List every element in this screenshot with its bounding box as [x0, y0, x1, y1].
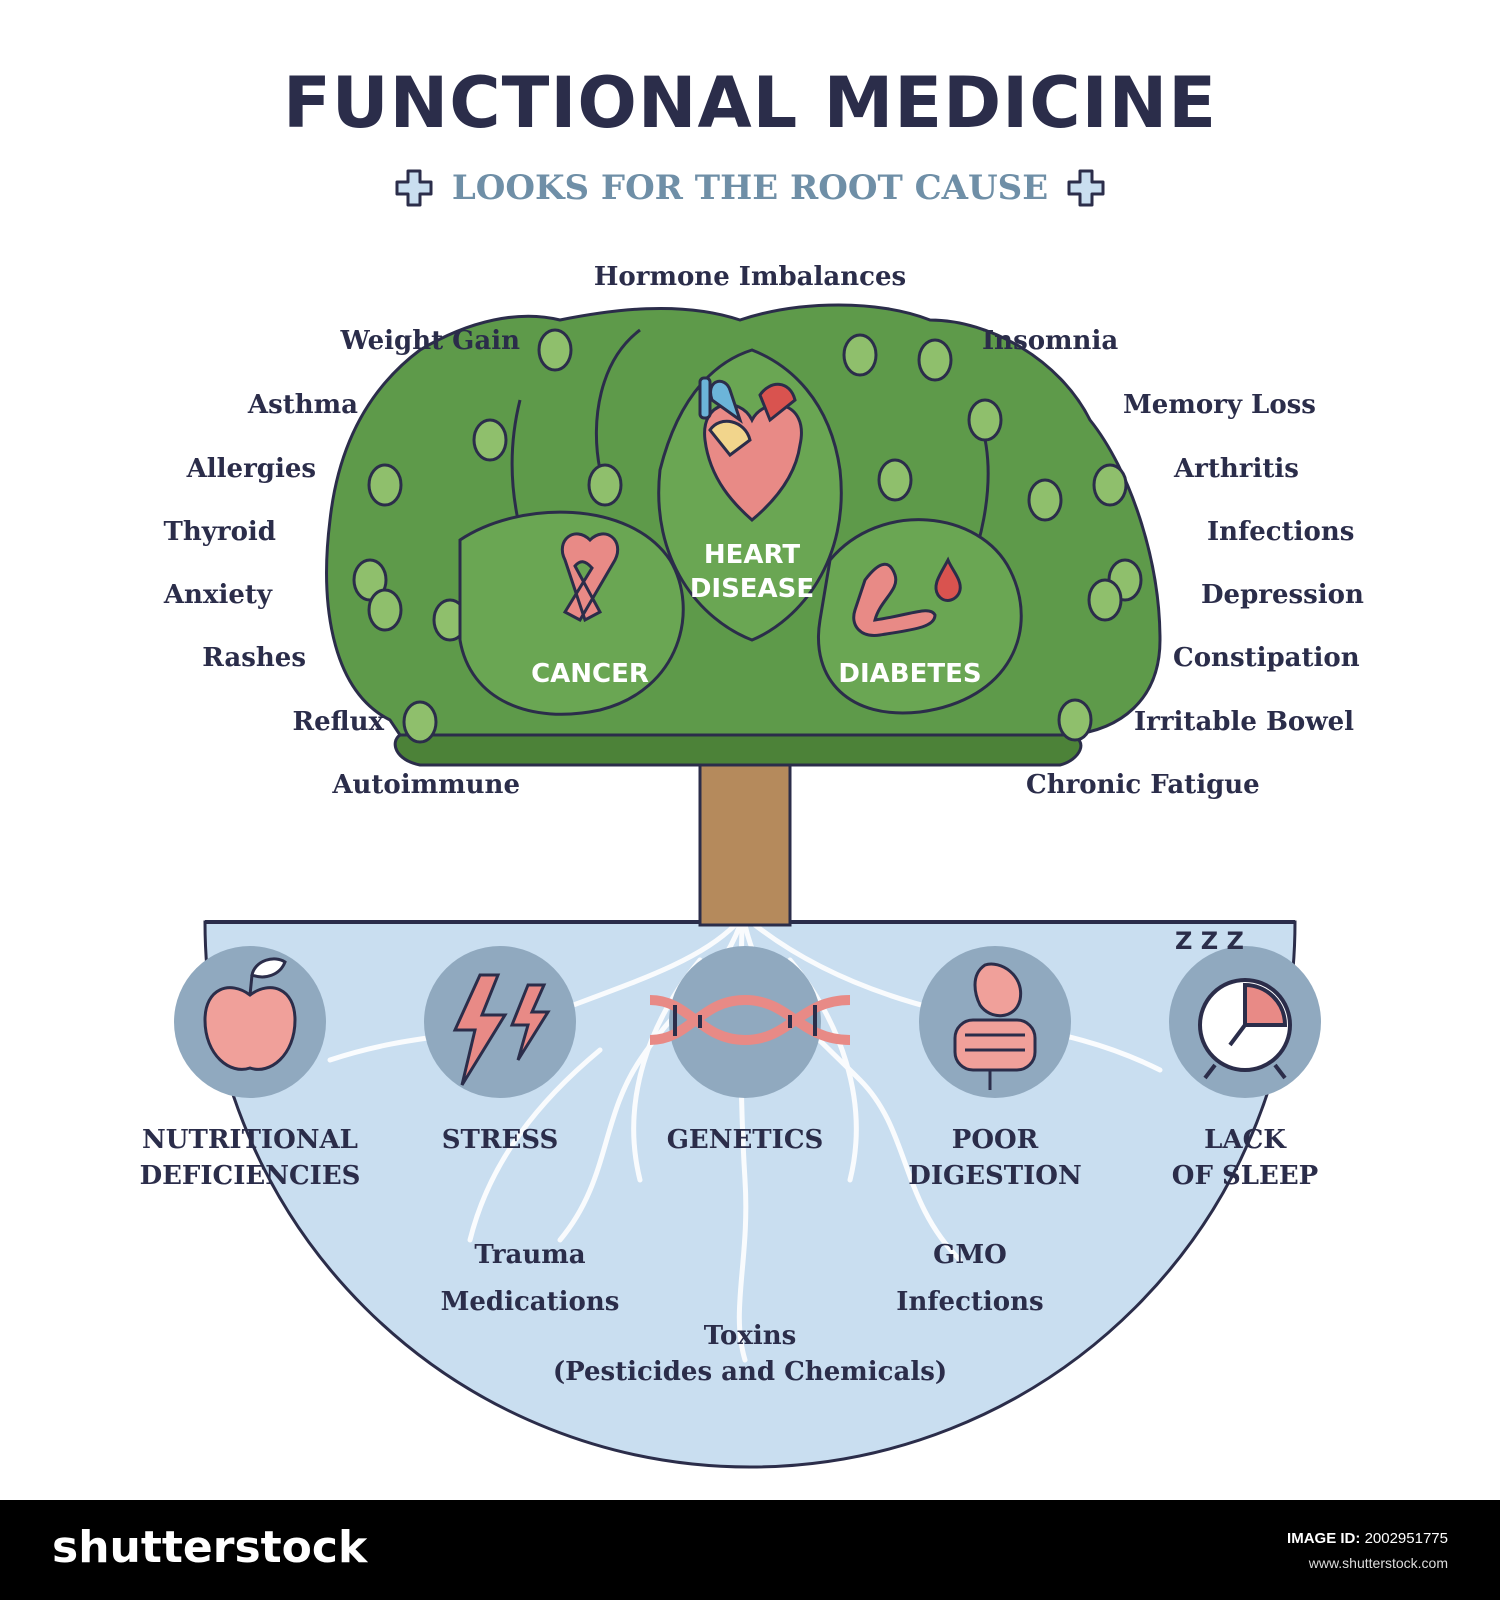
medical-cross-icon — [1067, 169, 1105, 207]
other-causes-bottom: Toxins (Pesticides and Chemicals) — [500, 1318, 1000, 1390]
symptom-right: Constipation — [1173, 643, 1360, 673]
heart-disease-label: HEART DISEASE — [652, 538, 852, 606]
root-label-line: LACK — [1204, 1125, 1286, 1155]
root-label-poor-digestion: POOR DIGESTION — [880, 1122, 1110, 1194]
root-label-line: DIGESTION — [908, 1161, 1082, 1191]
subtitle-row: LOOKS FOR THE ROOT CAUSE — [0, 168, 1500, 208]
symptom-left: Rashes — [202, 643, 306, 673]
page-title: FUNCTIONAL MEDICINE — [282, 62, 1218, 144]
symptom-left: Weight Gain — [340, 326, 520, 356]
other-cause: Medications — [440, 1287, 620, 1317]
symptom-right: Insomnia — [982, 326, 1119, 356]
symptom-right: Irritable Bowel — [1134, 707, 1355, 737]
other-causes-right: GMO Infections — [840, 1232, 1100, 1326]
symptom-left: Allergies — [186, 454, 316, 484]
root-label-nutritional-deficiencies: NUTRITIONAL DEFICIENCIES — [120, 1122, 380, 1194]
image-id-value: 2002951775 — [1364, 1530, 1448, 1547]
symptom-left: Thyroid — [163, 517, 276, 547]
other-cause: Infections — [896, 1287, 1044, 1317]
symptom-right: Depression — [1201, 580, 1364, 610]
symptom-top: Hormone Imbalances — [593, 262, 907, 292]
heart-disease-label-line: HEART — [703, 540, 801, 570]
cancer-label: CANCER — [531, 659, 649, 689]
root-label-line: STRESS — [441, 1125, 559, 1155]
symptom-right: Memory Loss — [1123, 390, 1316, 420]
symptom-right: Chronic Fatigue — [1026, 770, 1260, 800]
tree-illustration — [174, 303, 1321, 1469]
other-cause: Toxins — [703, 1321, 797, 1351]
pancreas-blood-drop-icon — [852, 556, 962, 637]
other-causes-left: Trauma Medications — [400, 1232, 660, 1326]
medical-cross-icon — [395, 169, 433, 207]
site-url: www.shutterstock.com — [1308, 1555, 1448, 1571]
alarm-clock-icon — [1198, 978, 1292, 1080]
symptom-right: Infections — [1207, 517, 1355, 547]
brand-logo: shutterstock — [52, 1522, 368, 1573]
root-label-genetics: GENETICS — [630, 1122, 860, 1158]
root-label-line: OF SLEEP — [1171, 1161, 1319, 1191]
lightning-icon — [452, 973, 551, 1086]
awareness-ribbon-icon — [560, 532, 620, 623]
subtitle: LOOKS FOR THE ROOT CAUSE — [451, 168, 1049, 208]
image-id: IMAGE ID: 2002951775 — [1287, 1530, 1448, 1547]
root-label-lack-of-sleep: LACK OF SLEEP — [1140, 1122, 1350, 1194]
symptom-left: Asthma — [247, 390, 358, 420]
stomach-intestines-icon — [953, 962, 1037, 1090]
other-cause: GMO — [933, 1240, 1007, 1270]
apple-icon — [203, 957, 297, 1071]
symptom-right: Arthritis — [1174, 454, 1299, 484]
heart-disease-label-line: DISEASE — [689, 574, 815, 604]
image-id-label: IMAGE ID: — [1287, 1530, 1361, 1547]
root-label-line: POOR — [951, 1125, 1039, 1155]
dna-icon — [649, 994, 851, 1046]
root-label-stress: STRESS — [400, 1122, 600, 1158]
root-label-line: NUTRITIONAL — [142, 1125, 358, 1155]
symptom-left: Autoimmune — [332, 770, 520, 800]
symptom-left: Anxiety — [163, 580, 272, 610]
other-cause: (Pesticides and Chemicals) — [552, 1357, 948, 1387]
other-cause: Trauma — [474, 1240, 586, 1270]
heart-icon — [698, 376, 803, 522]
root-label-line: DEFICIENCIES — [139, 1161, 361, 1191]
root-label-line: GENETICS — [666, 1125, 824, 1155]
diabetes-label: DIABETES — [838, 659, 982, 689]
symptom-left: Reflux — [292, 707, 384, 737]
canopy-leaves — [352, 328, 1143, 744]
footer-bar — [0, 1500, 1500, 1600]
sleep-z: Z Z Z — [1175, 927, 1244, 955]
